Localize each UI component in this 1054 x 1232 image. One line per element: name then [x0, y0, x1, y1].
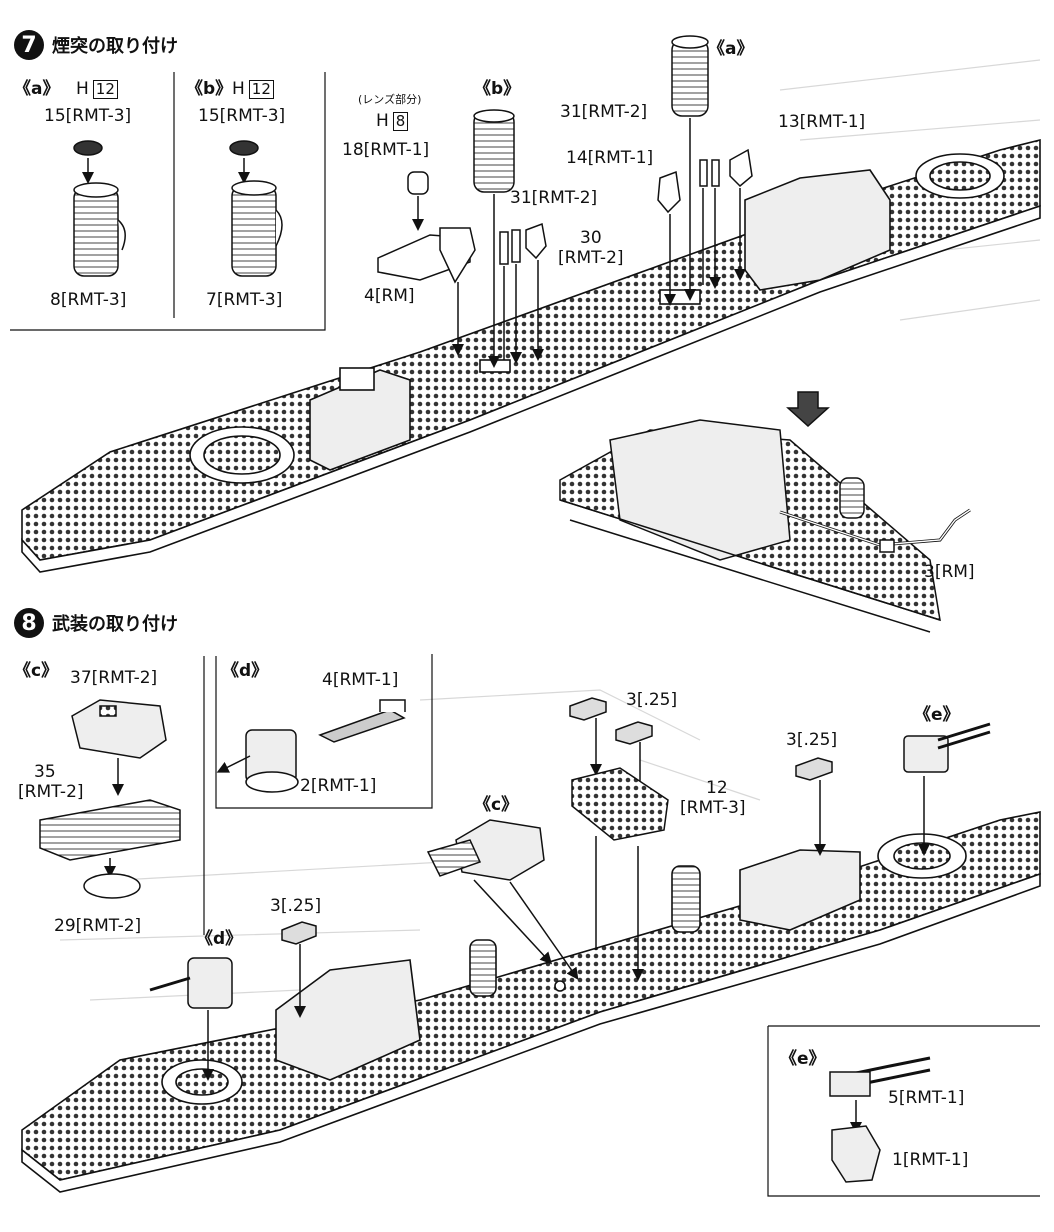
part-31-top-label: 31[RMT-2]	[560, 102, 648, 122]
step7-a-h-number: 12	[92, 80, 118, 99]
step7-ship-a-label: 《a》	[708, 39, 754, 59]
step7-detail-view	[559, 391, 971, 633]
lens-note: (レンズ部分)	[358, 93, 422, 106]
part-3-25-left: 3[.25]	[270, 896, 322, 916]
step8-header: 8 武装の取り付け	[14, 608, 178, 638]
step7-a-part-8: 8[RMT-3]	[50, 290, 127, 310]
part-31-mid-label: 31[RMT-2]	[510, 188, 598, 208]
step8-sub-frame	[203, 654, 1040, 1197]
part-30-number: 30	[580, 228, 602, 248]
step7-b-part-7: 7[RMT-3]	[206, 290, 283, 310]
step7-a-part-15: 15[RMT-3]	[44, 106, 132, 126]
step8-ship-e-label: 《e》	[914, 705, 960, 725]
turret-c-drawing	[39, 699, 181, 899]
show-through-ghost	[59, 59, 1041, 1001]
part-12-ref: [RMT-3]	[680, 798, 746, 818]
part-29-label: 29[RMT-2]	[54, 916, 142, 936]
part-1-label: 1[RMT-1]	[892, 1150, 969, 1170]
ship-hull-step8	[21, 811, 1041, 1193]
step7-b-h-number: 12	[248, 80, 274, 99]
part-4-rm-label: 4[RM]	[364, 286, 415, 306]
step7-header: 7 煙突の取り付け	[14, 30, 178, 60]
part-18-label: 18[RMT-1]	[342, 140, 430, 160]
part-12-number: 12	[706, 778, 728, 798]
step7-b-h-prefix: H	[232, 79, 245, 99]
part-37-label: 37[RMT-2]	[70, 668, 158, 688]
funnel-a-drawing	[73, 140, 126, 277]
step7-variant-b-label: 《b》	[186, 79, 233, 99]
part-2-label: 2[RMT-1]	[300, 776, 377, 796]
part-35-number: 35	[34, 762, 56, 782]
part-3-25-right: 3[.25]	[786, 730, 838, 750]
ship-hull-step7	[21, 138, 1041, 573]
step7-ship-b-label: 《b》	[474, 79, 521, 99]
part-3-rm-label: 3[RM]	[924, 562, 975, 582]
part-13-label: 13[RMT-1]	[778, 112, 866, 132]
funnel-b-drawing	[229, 140, 283, 277]
part-4-rmt1-label: 4[RMT-1]	[322, 670, 399, 690]
step7-a-h-prefix: H	[76, 79, 89, 99]
step7-parts	[377, 35, 753, 368]
step8-title: 武装の取り付け	[52, 614, 178, 635]
step8-variant-c-label: 《c》	[14, 661, 59, 681]
part-5-label: 5[RMT-1]	[888, 1088, 965, 1108]
lens-h-prefix: H	[376, 111, 389, 131]
lens-h-number: 8	[392, 112, 409, 131]
step7-number-badge: 7	[14, 30, 44, 60]
step8-variant-d-label: 《d》	[222, 661, 269, 681]
turret-d-drawing	[216, 699, 406, 793]
part-35-ref: [RMT-2]	[18, 782, 84, 802]
step7-sub-frame	[10, 72, 326, 331]
step8-number-badge: 8	[14, 608, 44, 638]
part-30-ref: [RMT-2]	[558, 248, 624, 268]
step8-parts	[149, 697, 991, 1183]
step8-ship-c-label: 《c》	[474, 795, 519, 815]
step8-ship-d-label: 《d》	[196, 929, 243, 949]
part-3-25-top: 3[.25]	[626, 690, 678, 710]
step7-title: 煙突の取り付け	[52, 36, 178, 57]
part-14-label: 14[RMT-1]	[566, 148, 654, 168]
step7-b-part-15: 15[RMT-3]	[198, 106, 286, 126]
step7-variant-a-label: 《a》	[14, 79, 60, 99]
step8-variant-e-label: 《e》	[780, 1049, 826, 1069]
